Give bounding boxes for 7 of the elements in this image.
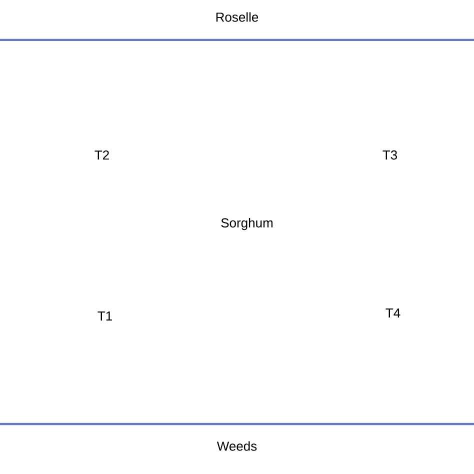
plot-label: T4 xyxy=(386,308,400,318)
plot-label: Roselle xyxy=(216,12,258,22)
plot-label: T3 xyxy=(382,150,398,160)
plot-label: T1 xyxy=(98,312,112,320)
plot-label: T2 xyxy=(94,150,109,160)
plot-label: Sorghum xyxy=(221,218,273,230)
plot-label: Weeds xyxy=(216,441,257,451)
